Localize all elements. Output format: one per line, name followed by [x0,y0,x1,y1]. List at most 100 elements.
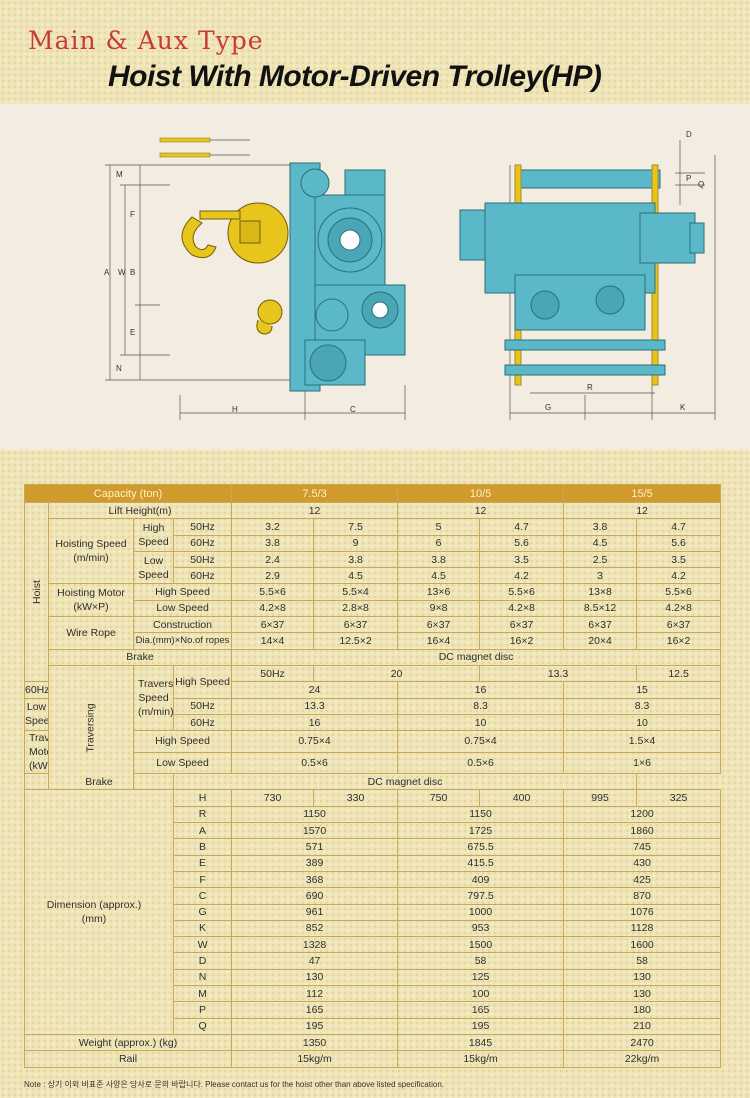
table-row: Hoisting Motor (kW×P) High Speed 5.5×6 5… [25,583,722,618]
dimension-label: Dimension (approx.) (mm) [24,789,174,1035]
table-row: Dimension (approx.) (mm) H 730 330 750 4… [24,789,722,1035]
table-cell: 6 [397,534,481,552]
side-labels: M F A W B E N H C [104,170,356,414]
table-cell: 130 [231,968,399,987]
table-cell: 1150 [397,805,565,824]
table-cell: G [172,903,233,921]
table-cell: 130 [563,968,722,987]
table-row: Traversing Traversing Speed (m/min) High… [25,664,722,791]
table-cell: 13.3 [479,664,638,683]
hoist-body [289,162,406,392]
table-cell: D [172,952,233,970]
table-cell: 6×37 [563,616,638,634]
table-cell: 368 [231,870,399,889]
capacity-row: Capacity (ton) 7.5/3 10/5 15/5 [23,484,722,503]
table-cell: 5.6 [636,534,722,552]
svg-text:N: N [116,364,122,373]
table-cell: 1000 [397,903,565,921]
table-cell: 6×37 [397,616,481,634]
table-cell: 3.5 [636,550,722,569]
table-cell: 50Hz [172,550,233,569]
table-cell: 430 [563,854,722,872]
table-cell: 47 [231,952,399,970]
table-row: Traversing Motor (kW×P) High Speed 0.75×… [24,730,722,775]
table-cell: 195 [397,1017,565,1035]
table-cell: 4.5 [313,567,399,585]
footnote: Note : 상기 이외 비표준 사양은 당사로 문의 바랍니다. Please… [24,1080,444,1089]
wire-rope-label: Wire Rope [48,616,134,650]
table-cell: 1600 [563,936,722,954]
table-cell: 1150 [231,805,399,824]
svg-text:F: F [130,210,135,219]
weight-label: Weight (approx.) (kg) [23,1033,233,1052]
table-cell: 4.2×8 [479,599,565,618]
table-cell: 13×6 [397,583,481,601]
front-view [509,140,716,420]
table-cell: 60Hz [24,681,49,699]
table-cell: 409 [397,870,565,889]
table-cell: 20 [313,664,481,683]
table-cell: 12 [563,501,722,520]
table-cell: 1570 [231,822,399,840]
table-cell: P [172,1001,233,1019]
svg-text:D: D [686,130,692,139]
table-cell: 425 [563,870,722,889]
table-cell: 50Hz [172,518,233,536]
table-cell: 165 [397,1001,565,1019]
spec-table-wrap: Capacity (ton) 7.5/3 10/5 15/5 Hoist Lif… [23,484,722,1068]
table-cell: 15 [563,681,722,699]
table-cell: 13×8 [563,583,638,601]
svg-text:C: C [350,405,356,414]
table-cell: 16×4 [397,632,481,650]
trolley-frame [459,164,705,386]
table-cell: H [172,789,233,807]
table-row: 60Hz 16 10 10 [25,713,722,732]
hoist-drawing: M F A W B E N H C G R K D [104,130,716,420]
traversing-speed-label: Traversing Speed (m/min) [133,664,174,732]
table-cell: 15kg/m [231,1050,399,1068]
table-row: Low Speed 4.2×8 2.8×8 9×8 4.2×8 8.5×12 4… [25,599,722,618]
table-cell: 1350 [231,1033,399,1052]
table-cell: 4.2×8 [636,599,722,618]
table-cell: 165 [231,1001,399,1019]
table-cell: 13.3 [231,697,399,715]
rail-label: Rail [23,1050,233,1068]
table-cell: 24 [231,681,399,699]
table-cell: 10 [563,713,722,732]
lift-height-label: Lift Height(m) [47,501,233,520]
table-cell: 0.5×6 [231,751,399,775]
table-cell: 180 [563,1001,722,1019]
table-cell: 8.3 [397,697,565,715]
header: Main & Aux Type Hoist With Motor-Driven … [0,0,750,105]
table-cell: 1200 [563,805,722,824]
table-row: Low Speed 0.5×6 0.5×6 1×6 [25,751,722,775]
lift-height-row: Hoist Lift Height(m) 12 12 12 [24,501,722,683]
brake-value: DC magnet disc [172,773,638,791]
front-labels: G R K D P Q [545,130,704,412]
table-cell: 16 [231,713,399,732]
table-cell: 5.5×6 [231,583,315,601]
table-cell: 12.5×2 [313,632,399,650]
table-cell: Dia.(mm)×No.of ropes [132,632,233,650]
table-cell: High Speed [132,730,233,753]
table-cell: 4.7 [479,518,565,536]
table-cell: 2.4 [231,550,315,569]
table-cell: 14×4 [231,632,315,650]
table-cell: 3.8 [397,550,481,569]
svg-text:G: G [545,403,551,412]
table-cell: 2.9 [231,567,315,585]
table-cell: 8.5×12 [563,599,638,618]
hook-block [181,202,289,335]
page-title: Hoist With Motor-Driven Trolley(HP) [108,60,602,93]
table-cell: 58 [397,952,565,970]
table-cell: 6×37 [231,616,315,634]
table-cell: 20×4 [563,632,638,650]
table-cell: 50Hz [231,664,315,683]
table-cell: 745 [563,838,722,856]
table-cell: 2.5 [563,550,638,569]
table-cell: 0.5×6 [397,751,565,775]
table-cell: 100 [397,985,565,1003]
